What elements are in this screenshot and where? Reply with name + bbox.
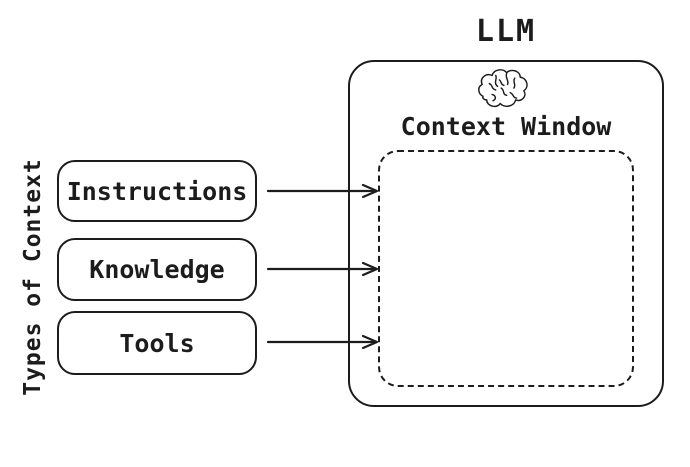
context-window-box (378, 150, 634, 387)
instructions-box-label: Instructions (66, 176, 248, 206)
tools-box-label: Tools (119, 328, 195, 358)
knowledge-box-label: Knowledge (89, 255, 225, 284)
brain-icon (478, 69, 528, 108)
types-of-context-label: Types of Context (20, 158, 46, 396)
tools-box: Tools (57, 311, 257, 375)
instructions-box: Instructions (57, 160, 257, 222)
llm-box (348, 60, 664, 407)
context-window-label: Context Window (400, 112, 612, 141)
llm-title: LLM (475, 14, 537, 49)
knowledge-box: Knowledge (57, 238, 257, 301)
